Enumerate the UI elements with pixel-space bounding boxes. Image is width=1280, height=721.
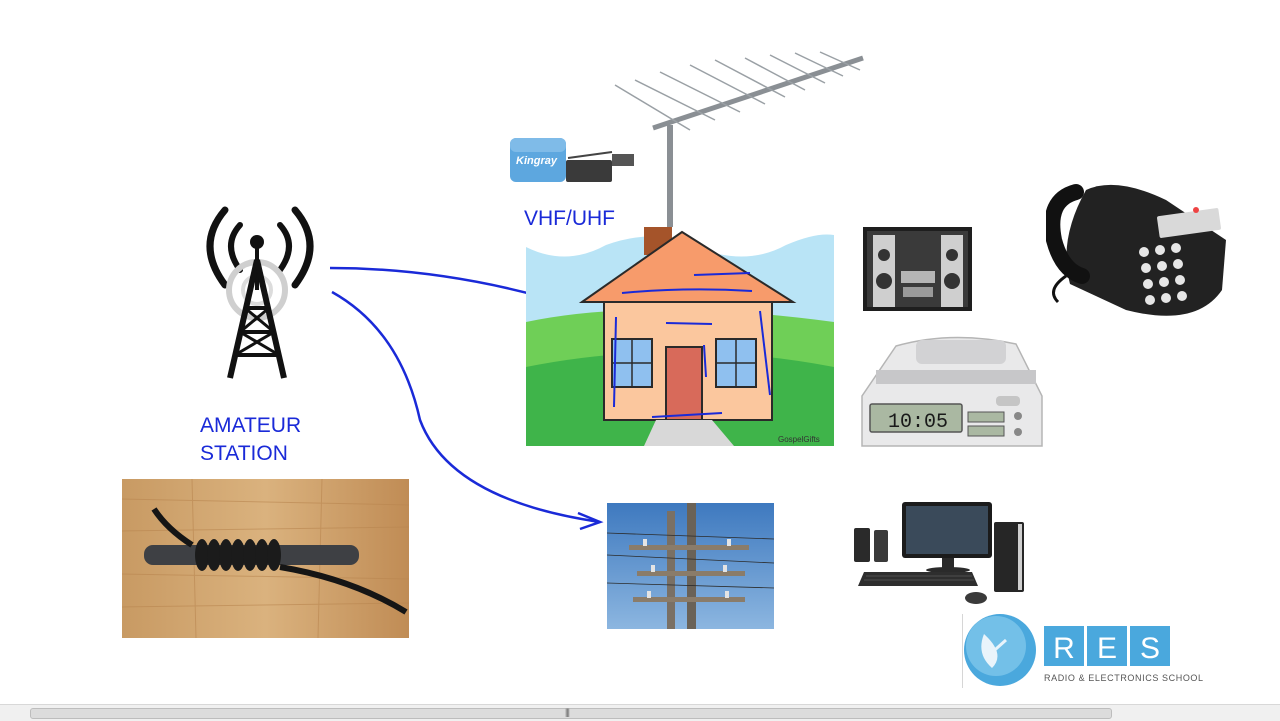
logo-letter-s: S (1140, 632, 1160, 665)
station-label: AMATEUR STATION (200, 412, 301, 468)
desktop-computer-icon (854, 502, 1024, 604)
vhf-uhf-antenna-icon (614, 51, 864, 235)
horizontal-scrollbar[interactable]: ||| (0, 704, 1280, 721)
clock-radio-photo: 10:05 (861, 336, 1043, 447)
ferrite-choke-photo (122, 479, 409, 638)
arrow-to-powerline (331, 290, 601, 524)
band-label: VHF/UHF (524, 207, 615, 230)
scrollbar-grip-icon: ||| (565, 707, 570, 717)
station-label-line2: STATION (200, 442, 288, 465)
clock-display: 10:05 (888, 411, 948, 434)
power-line-photo (607, 503, 774, 629)
logo-letter-r: R (1053, 632, 1075, 665)
station-label-line1: AMATEUR (200, 414, 302, 437)
logo-letter-e: E (1097, 632, 1117, 665)
scrollbar-thumb[interactable]: ||| (30, 707, 1112, 719)
hifi-stereo-photo (863, 227, 972, 311)
res-logo: R E S RADIO & ELECTRONICS SCHOOL (962, 614, 1204, 688)
amateur-station-tower-icon (206, 206, 314, 379)
house-illustration: GospelGifts (526, 227, 834, 446)
booster-brand: Kingray (516, 155, 558, 167)
masthead-amplifier-photo: Kingray (510, 138, 634, 182)
house-credit: GospelGifts (778, 435, 820, 444)
desk-telephone-icon (1046, 184, 1226, 316)
logo-subtitle: RADIO & ELECTRONICS SCHOOL (1044, 673, 1204, 683)
